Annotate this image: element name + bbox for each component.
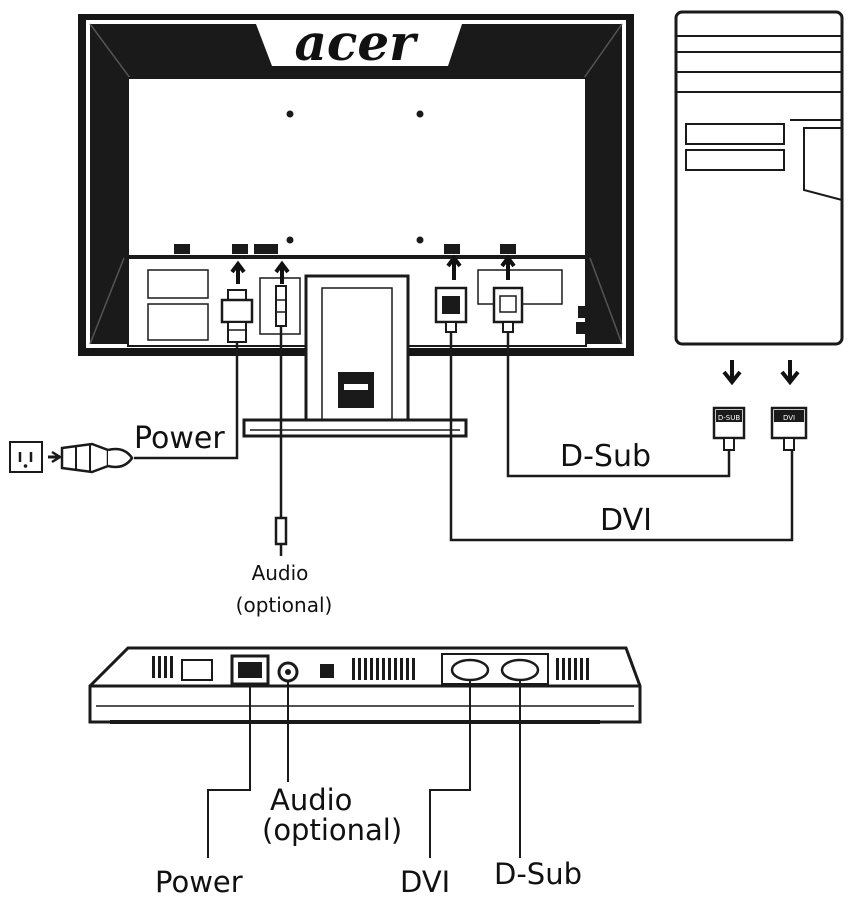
logo-band [256,24,462,66]
down-arrow-icon [722,360,742,386]
dvi-connector-icon [434,286,468,333]
up-arrow-icon [274,260,290,284]
pc-side-panel [790,119,843,201]
down-arrow-icon [780,360,800,386]
dvi-label: DVI [600,503,652,538]
lock-slot [578,306,586,318]
bezel-line [89,257,125,345]
lock-slot [576,322,586,334]
port-mark [444,244,460,254]
stand-base [242,418,468,438]
bottom-slot [181,659,213,681]
bottom-audio-label-line2: (optional) [262,813,402,847]
up-arrow-icon [500,254,516,280]
power-cord-plug-icon [48,442,134,474]
bottom-audio-jack-hole [285,669,291,675]
monitor-connectors [220,254,524,343]
back-panel [127,77,587,257]
bay-panel [147,303,209,341]
bottom-dsub-label: D-Sub [494,857,582,891]
dsub-cable [506,332,731,478]
bottom-kensington [320,664,334,678]
dvi-cable [449,332,794,542]
cables [134,326,794,542]
port-mark [174,244,190,254]
vesa-hole [416,110,424,118]
vesa-hole [416,236,424,244]
power-leader [207,684,251,858]
port-mark [254,244,278,254]
pc-dvi-port-icon: DVI [770,406,808,451]
bezel-line [583,23,623,79]
bezel-line [89,23,131,79]
audio-label-line2: (optional) [236,593,333,617]
audio-label-line1: Audio [252,561,309,585]
monitor-bottom-view [88,646,642,724]
monitor-back: acer [78,13,634,438]
bezel-line [589,257,623,345]
bottom-power-label: Power [155,865,243,899]
up-arrow-icon [230,260,246,284]
pc-tower: D-SUB DVI [674,10,844,451]
pc-dsub-port-icon: D-SUB [712,406,746,451]
vent-group [152,656,589,680]
dsub-connector-icon [492,286,524,333]
vesa-hole [286,236,294,244]
stand-latch-slot [344,384,368,390]
port-mark [500,244,516,254]
bottom-dsub-port [500,658,540,682]
power-label: Power [134,421,225,456]
power-plug-icon [220,289,254,343]
audio-plug-icon [275,285,287,327]
bottom-audio-label-line1: Audio [270,783,352,817]
pc-drive-bay [685,123,785,145]
bay-panel [147,269,209,299]
pc-drive-bay [685,149,785,171]
dsub-label: D-Sub [560,439,651,474]
power-cable [134,342,239,460]
pc-dvi-port-text: DVI [783,414,795,422]
vesa-hole [286,110,294,118]
pc-case [674,10,844,346]
acer-logo: acer [295,13,420,72]
up-arrow-icon [446,254,462,280]
audio-plug-end-icon [274,516,288,556]
port-mark [232,244,248,254]
pc-dsub-port-text: D-SUB [718,414,740,422]
dvi-leader [429,680,471,858]
wall-outlet-icon [9,441,43,473]
leader-lines [207,680,521,858]
bottom-power-socket-inner [238,662,262,678]
bottom-dvi-label: DVI [400,865,450,899]
bottom-dvi-port [450,658,490,682]
